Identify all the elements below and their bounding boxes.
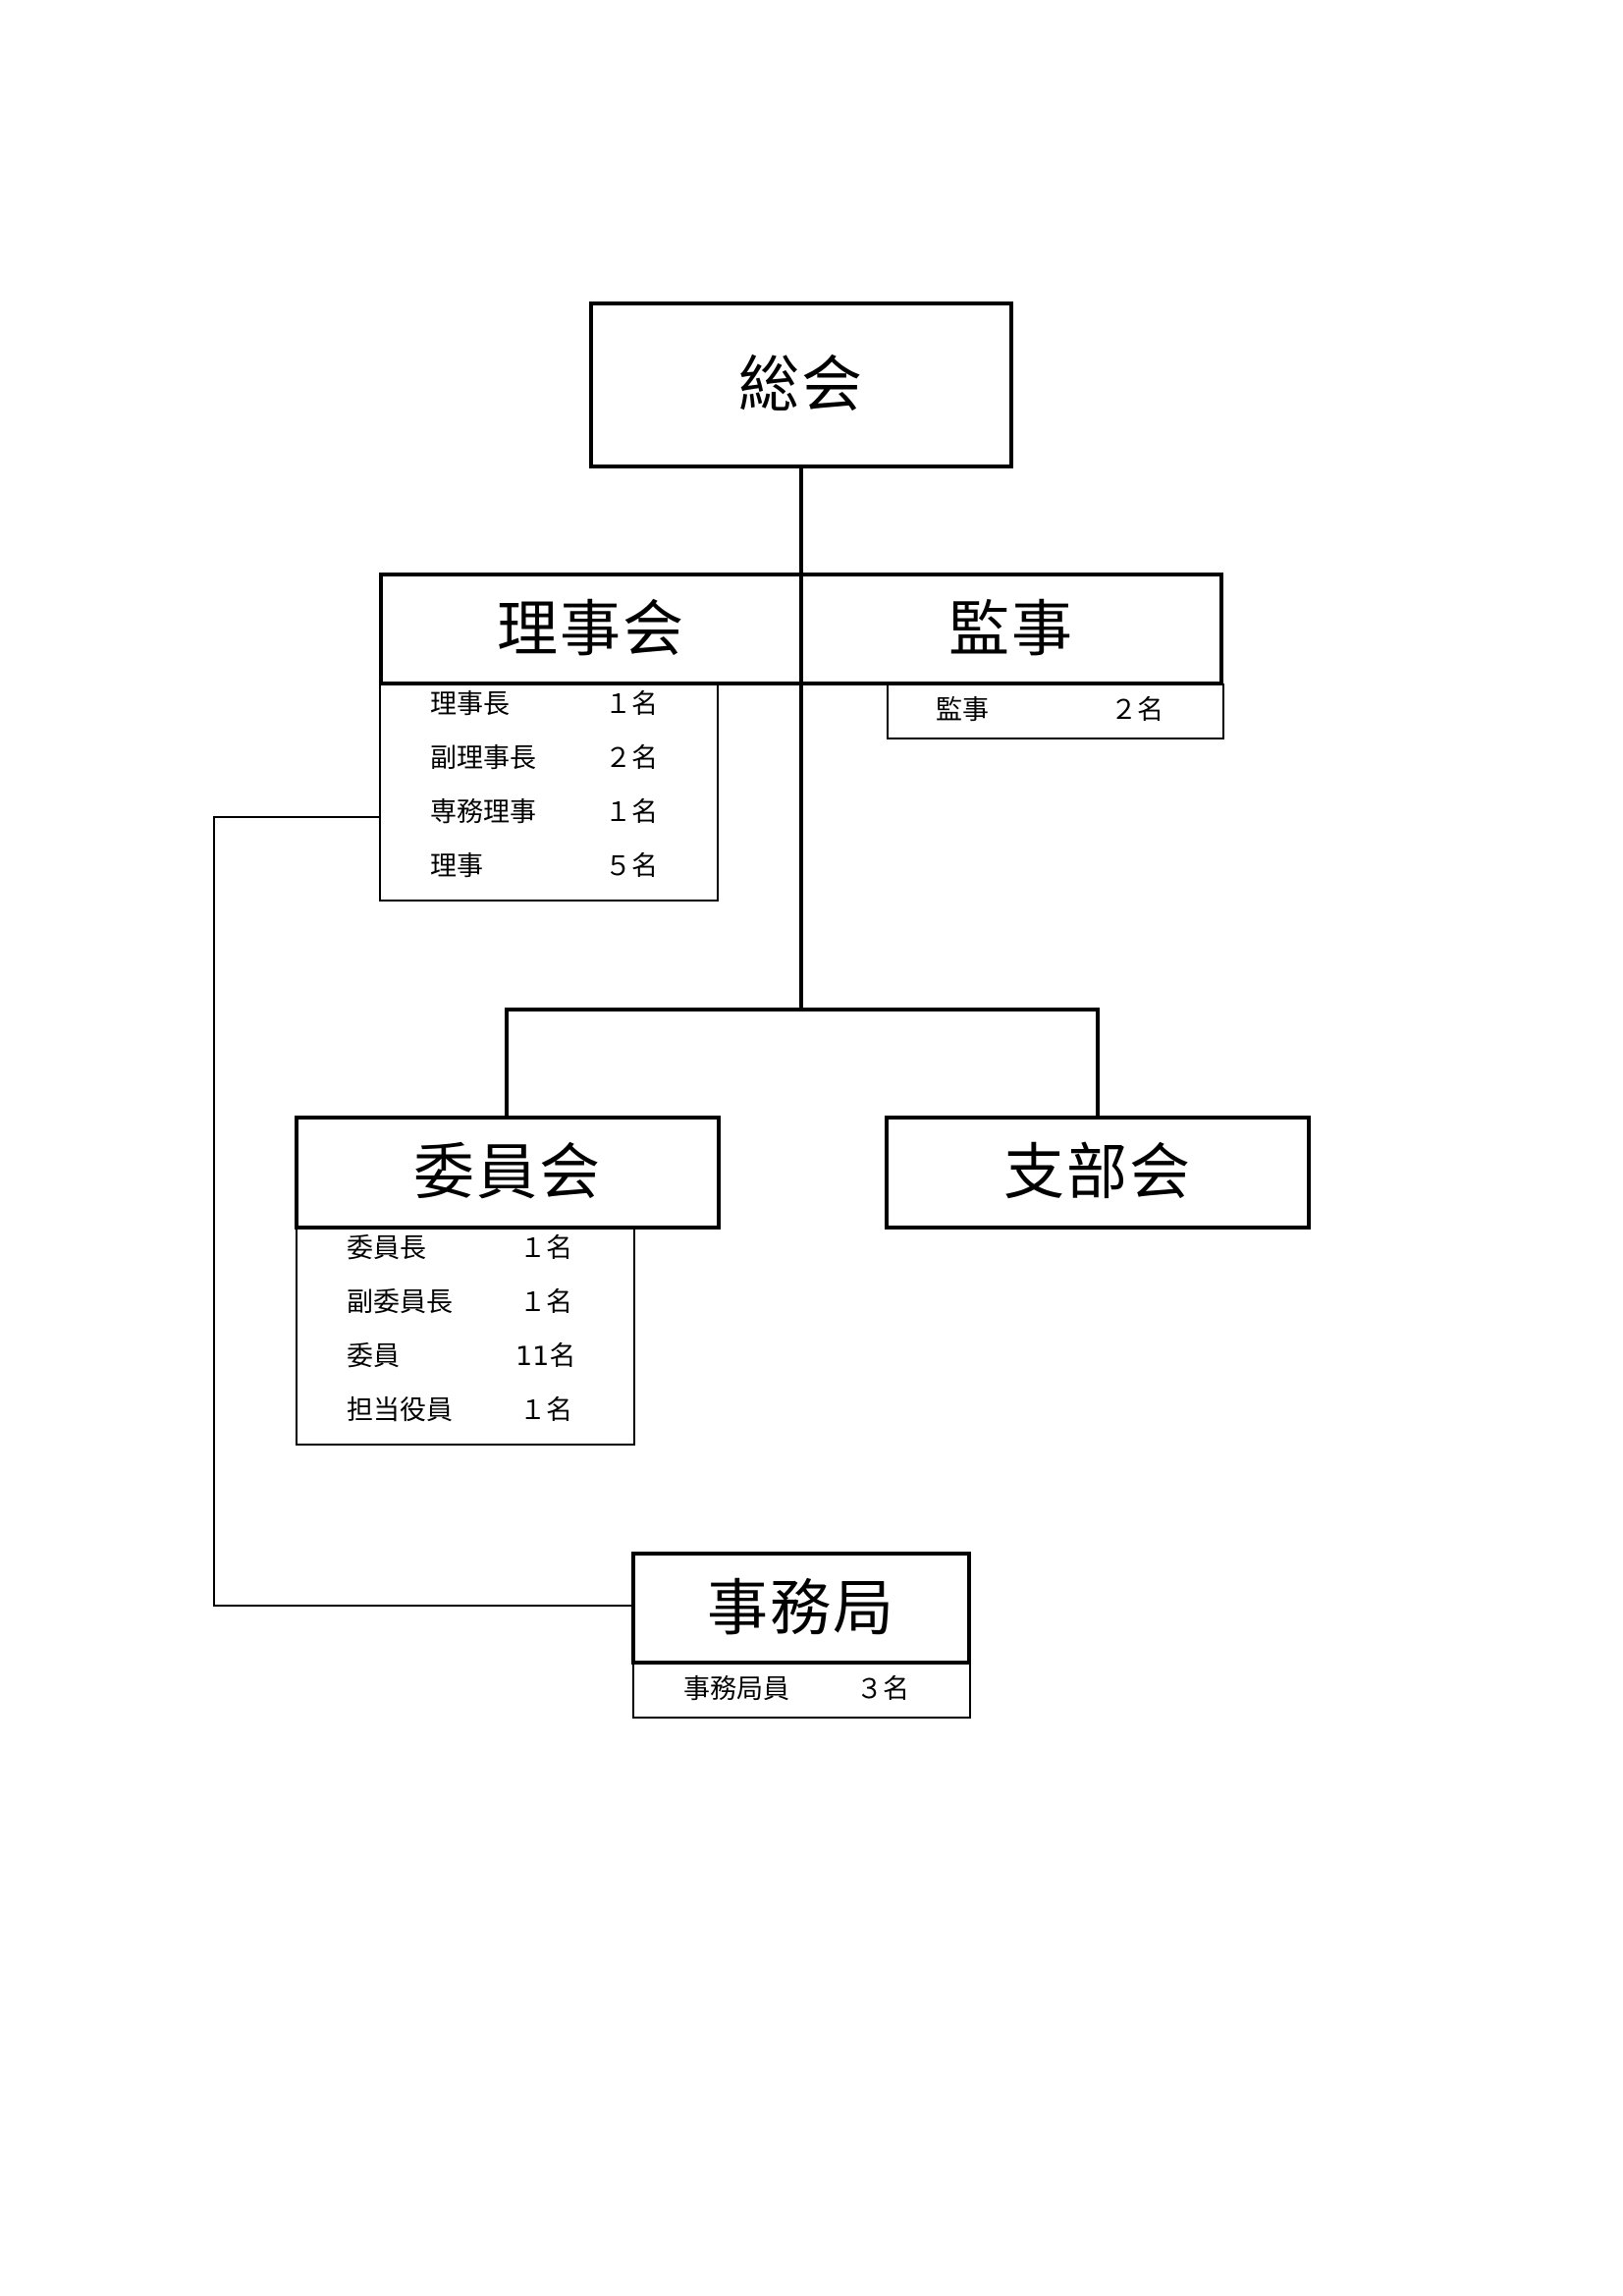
node-iinkai-title: 委員会 xyxy=(412,1136,602,1208)
node-soukai-title: 総会 xyxy=(737,349,864,420)
node-rijikai: 理事会 xyxy=(379,573,803,685)
member-role: 理事長 xyxy=(430,689,510,720)
member-role: 委員長 xyxy=(347,1233,426,1264)
member-role: 理事 xyxy=(430,851,483,882)
member-role: 副委員長 xyxy=(347,1287,453,1318)
member-role: 監事 xyxy=(936,695,989,726)
rijikai-members: 理事長 １名 副理事長 ２名 専務理事 １名 理事 ５名 xyxy=(379,683,719,902)
member-role: 委員 xyxy=(347,1341,400,1372)
member-count: ５名 xyxy=(605,851,658,882)
iinkai-members: 委員長 １名 副委員長 １名 委員 11名 担当役員 １名 xyxy=(296,1228,635,1446)
member-role: 事務局員 xyxy=(683,1674,789,1705)
member-count: １名 xyxy=(519,1233,572,1264)
node-shibukai-title: 支部会 xyxy=(1002,1136,1192,1208)
kanji-members: 監事 ２名 xyxy=(887,683,1224,739)
connector-to-shibukai xyxy=(1096,1008,1100,1118)
member-role: 専務理事 xyxy=(430,797,536,828)
node-shibukai: 支部会 xyxy=(885,1116,1311,1230)
member-count: １名 xyxy=(519,1287,572,1318)
connector-to-iinkai xyxy=(505,1008,509,1118)
connector-soukai-down xyxy=(799,466,803,1011)
member-count: ２名 xyxy=(1110,695,1163,726)
member-count: ３名 xyxy=(856,1674,909,1705)
node-jimukyoku-title: 事務局 xyxy=(706,1571,895,1644)
jimukyoku-members: 事務局員 ３名 xyxy=(632,1663,971,1719)
member-count: １名 xyxy=(605,797,658,828)
node-jimukyoku: 事務局 xyxy=(631,1552,971,1665)
node-rijikai-title: 理事会 xyxy=(496,592,685,665)
connector-branch-horizontal xyxy=(505,1008,1100,1011)
member-role: 担当役員 xyxy=(347,1395,453,1426)
member-count: ２名 xyxy=(605,743,658,774)
connector-jimukyoku-h1 xyxy=(213,816,427,818)
member-count: 11名 xyxy=(515,1341,576,1372)
connector-jimukyoku-h2 xyxy=(213,1605,633,1607)
member-count: １名 xyxy=(605,689,658,720)
node-kanji-title: 監事 xyxy=(947,592,1074,665)
member-count: １名 xyxy=(519,1395,572,1426)
connector-jimukyoku-v xyxy=(213,816,215,1607)
node-kanji: 監事 xyxy=(799,573,1223,685)
member-role: 副理事長 xyxy=(430,743,536,774)
node-soukai: 総会 xyxy=(589,301,1013,468)
node-iinkai: 委員会 xyxy=(295,1116,721,1230)
